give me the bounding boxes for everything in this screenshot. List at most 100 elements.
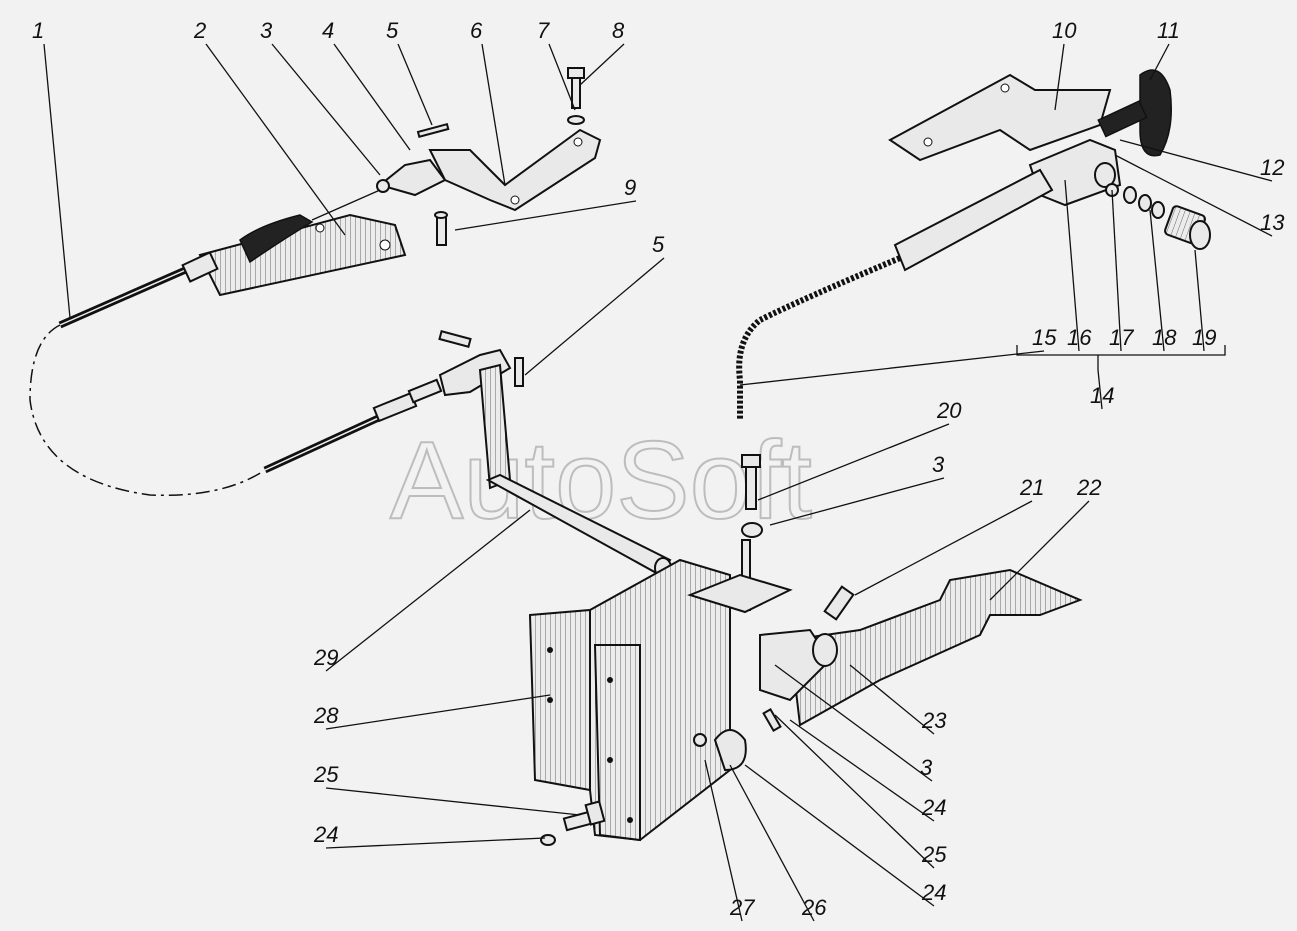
cotter-pin-5 (416, 122, 450, 139)
callout-label-c3c: 3 (920, 755, 933, 780)
washer-7 (567, 115, 585, 125)
leader-line-c22 (989, 500, 1090, 601)
callout-label-c5b: 5 (652, 232, 665, 257)
spring-18 (1123, 186, 1165, 219)
leader-line-c5a (397, 43, 433, 126)
callout-label-c23: 23 (921, 708, 947, 733)
leader-line-c3c (774, 664, 933, 782)
nut-27 (693, 733, 707, 747)
callout-label-c8: 8 (612, 18, 625, 43)
cable-1 (29, 264, 387, 497)
leader-line-c25a (774, 714, 935, 869)
cable-tube (893, 168, 1054, 272)
bolt-20 (741, 454, 761, 510)
callout-label-c21: 21 (1019, 475, 1044, 500)
group-bracket-14 (1016, 345, 1226, 370)
fork-4 (376, 158, 447, 197)
leader-line-c14 (1097, 369, 1103, 410)
leader-line-c12 (1119, 139, 1273, 182)
leader-line-c20 (757, 423, 950, 501)
leader-line-c18 (1149, 209, 1165, 352)
callout-label-c3a: 3 (260, 18, 273, 43)
housing-16 (1028, 138, 1122, 207)
callout-label-c10: 10 (1052, 18, 1077, 43)
stop-plate (687, 573, 793, 614)
callout-label-c20: 20 (936, 398, 962, 423)
leader-line-c13 (1114, 154, 1273, 237)
pin-9 (434, 211, 448, 246)
lever-6 (428, 128, 602, 212)
leader-line-c3a (271, 43, 381, 176)
washer-24 (540, 834, 556, 846)
callout-label-c6: 6 (470, 18, 483, 43)
callout-label-c28: 28 (313, 703, 339, 728)
bolt-8 (567, 67, 585, 109)
callout-label-c26: 26 (801, 895, 827, 920)
cable-end-lower (372, 348, 512, 423)
callout-label-c2: 2 (193, 18, 206, 43)
callout-label-c24c: 24 (921, 880, 946, 905)
leader-line-c29 (325, 509, 531, 672)
callout-label-c1: 1 (32, 18, 44, 43)
watermark-text: AutoSoft (390, 419, 812, 542)
bracket-2 (198, 213, 407, 297)
leader-line-c23 (849, 664, 935, 735)
bushing-26 (713, 729, 747, 772)
callout-label-c25b: 25 (313, 762, 339, 787)
leader-line-c25b (325, 787, 581, 816)
pedal-shaft-29 (478, 363, 672, 579)
bolt-25-right (762, 707, 782, 733)
callout-label-c13: 13 (1260, 210, 1285, 235)
callout-label-c16: 16 (1067, 325, 1092, 350)
leader-line-c27 (704, 759, 743, 922)
callout-label-c19: 19 (1192, 325, 1216, 350)
callout-label-c11: 11 (1157, 18, 1180, 43)
callout-label-c25a: 25 (921, 842, 947, 867)
callout-label-c9: 9 (624, 175, 636, 200)
leader-line-c24c (744, 764, 935, 907)
callout-label-c24b: 24 (313, 822, 338, 847)
pedal-22 (759, 568, 1083, 727)
plug-19 (1164, 205, 1211, 250)
leader-line-c24a (789, 719, 935, 822)
leader-line-c10 (1054, 43, 1065, 111)
leader-line-c16 (1064, 179, 1080, 352)
bracket-28 (528, 558, 731, 842)
leader-line-c1 (43, 43, 71, 319)
leader-line-c9 (454, 200, 637, 231)
leader-line-c4 (333, 43, 411, 151)
callout-label-c7: 7 (537, 18, 550, 43)
callout-label-c22: 22 (1076, 475, 1101, 500)
callout-label-c24a: 24 (921, 795, 946, 820)
leader-line-c11 (1149, 43, 1170, 81)
callout-label-c17: 17 (1109, 325, 1134, 350)
leader-line-c19 (1194, 249, 1205, 352)
callout-label-c3b: 3 (932, 452, 945, 477)
leader-line-c3b (769, 477, 945, 526)
rubber-boot (181, 189, 381, 283)
pin-21 (823, 585, 855, 621)
callout-label-c12: 12 (1260, 155, 1284, 180)
leader-line-c21 (854, 500, 1033, 596)
callout-label-c14: 14 (1090, 383, 1114, 408)
nut-3 (741, 522, 763, 538)
callout-label-c4: 4 (322, 18, 334, 43)
leader-line-c8 (579, 43, 625, 86)
callout-label-c15: 15 (1032, 325, 1057, 350)
handle-11 (1097, 69, 1172, 157)
callout-label-c29: 29 (313, 645, 338, 670)
leader-line-c2 (205, 43, 346, 236)
leader-line-c7 (548, 43, 576, 111)
callout-label-c27: 27 (729, 895, 755, 920)
leader-line-c28 (325, 694, 551, 730)
leader-line-c6 (481, 43, 506, 186)
leader-line-c5b (524, 257, 665, 376)
leader-line-c24b (325, 837, 546, 849)
leader-line-c15 (739, 350, 1045, 386)
bolt-25 (562, 800, 606, 832)
callout-label-c18: 18 (1152, 325, 1177, 350)
leader-line-c26 (729, 764, 815, 922)
cotter-pin-5-lower (514, 357, 524, 387)
pin-9-lower (438, 330, 472, 348)
